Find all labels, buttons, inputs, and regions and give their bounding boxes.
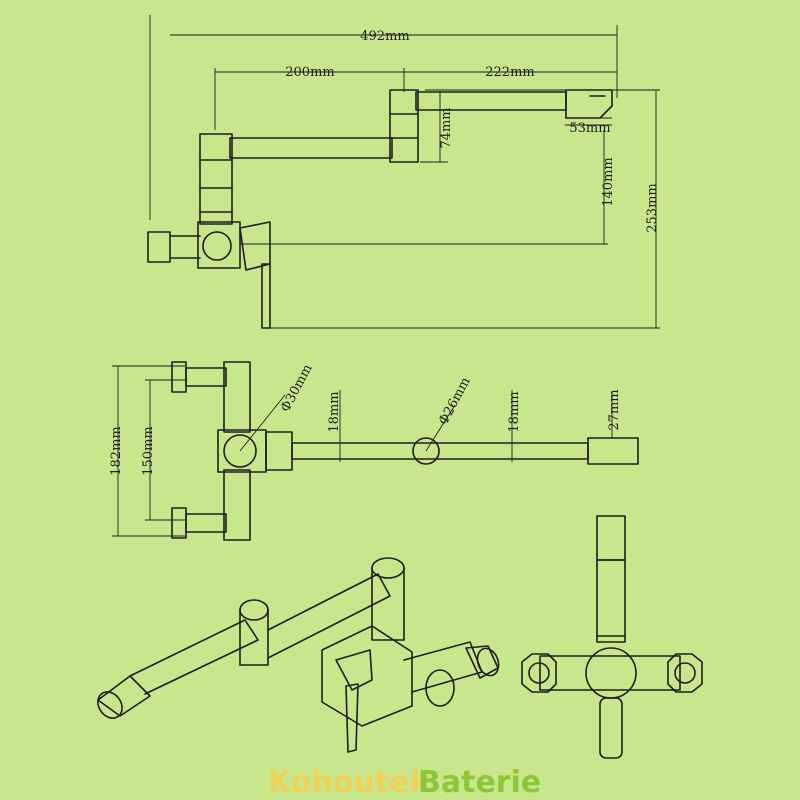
dim-body-diameter: Φ30mm <box>278 362 316 415</box>
perspective-view <box>97 557 500 753</box>
dim-right-arm: 222mm <box>485 65 534 80</box>
dim-spout-dia: 27mm <box>607 389 622 430</box>
dim-arm-dia-2: 18mm <box>507 391 522 432</box>
dim-left-arm: 200mm <box>285 65 334 80</box>
dim-total-height: 253mm <box>645 183 660 232</box>
dim-inlet-span: 182mm <box>109 426 124 475</box>
brand-part-kohoutek: Kohoutek <box>268 765 430 800</box>
top-view: 182mm 150mm Φ30mm 18mm Φ26mm 18mm <box>109 361 639 541</box>
dim-joint-diameter: Φ26mm <box>436 375 474 428</box>
dim-inlet-centers: 150mm <box>141 426 156 475</box>
dim-spout-length: 53mm <box>569 121 610 136</box>
dim-spout-height: 140mm <box>601 157 616 206</box>
brand-part-baterie: Baterie <box>418 765 541 800</box>
brand-logo: Kohoutek Baterie <box>268 765 541 800</box>
front-view <box>521 515 703 759</box>
dim-arm-dia-1: 18mm <box>327 391 342 432</box>
side-view: 492mm 200mm 222mm 74mm 53mm 140mm 253mm <box>147 15 660 329</box>
dim-joint-height: 74mm <box>439 107 454 148</box>
dim-overall-width: 492mm <box>360 29 409 44</box>
